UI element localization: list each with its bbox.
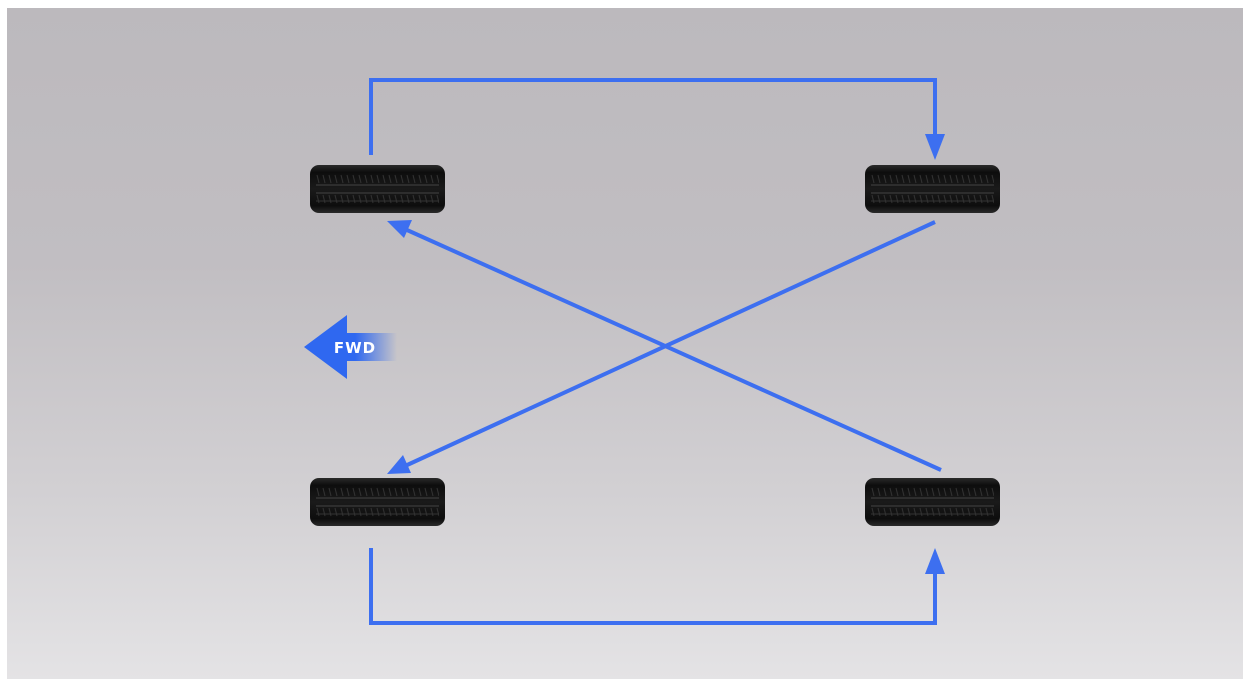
forward-direction-indicator: FWD [304, 315, 397, 379]
arrow-front-right-to-rear-left [404, 220, 936, 468]
forward-arrow-icon [304, 315, 397, 379]
tire-front-right [865, 165, 1000, 213]
tire-rear-right [865, 478, 1000, 526]
arrow-front-left-to-front-right [369, 78, 937, 155]
arrowhead-front-right [925, 134, 945, 160]
arrowhead-rear-left [387, 455, 411, 474]
arrowhead-front-left [387, 220, 412, 238]
rotation-arrows [369, 78, 945, 625]
tire-rotation-diagram: FWD [7, 8, 1243, 679]
forward-label: FWD [334, 339, 376, 357]
tire-front-left [310, 165, 445, 213]
arrow-rear-left-to-rear-right [369, 548, 937, 625]
tire-rear-left [310, 478, 445, 526]
arrowhead-rear-right [925, 548, 945, 574]
arrow-rear-right-to-front-left [406, 228, 942, 472]
diagram-svg: FWD [304, 78, 1000, 625]
